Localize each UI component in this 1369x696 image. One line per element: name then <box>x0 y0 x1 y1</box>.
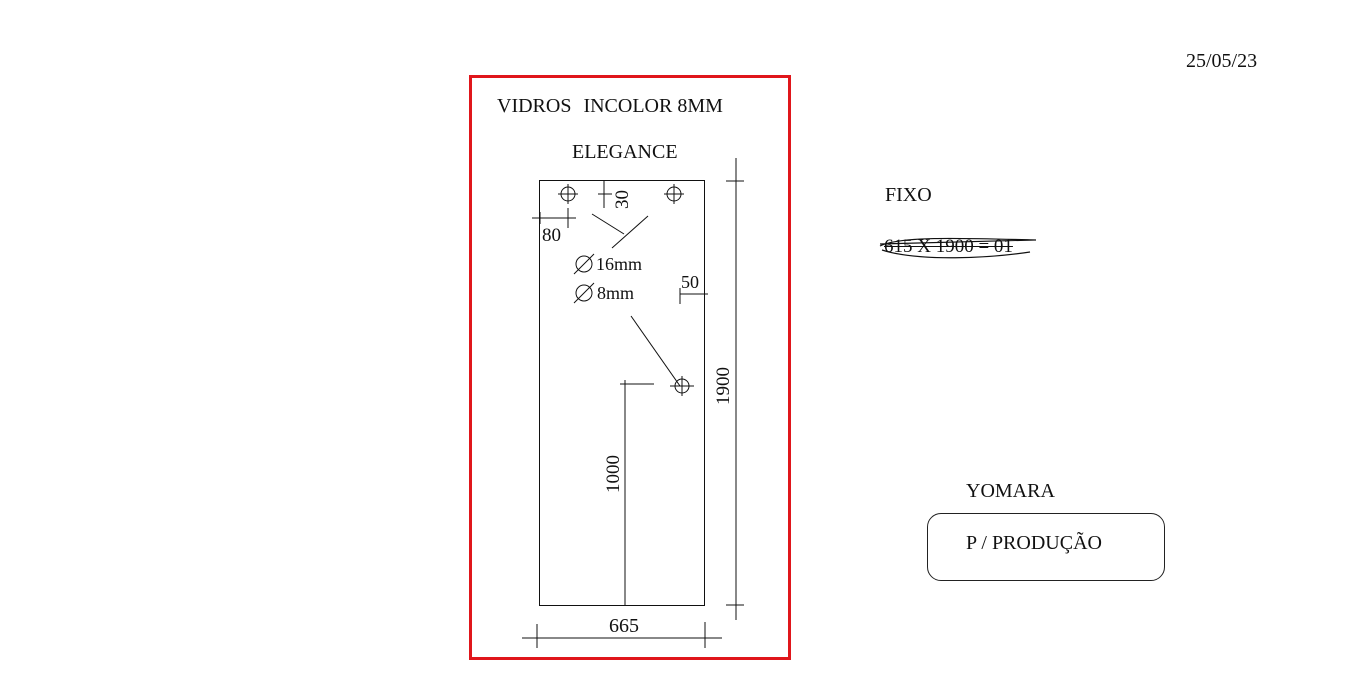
glass-type-label: VIDROS INCOLOR 8MM <box>497 95 723 118</box>
dim-hole-large: 16mm <box>596 254 643 274</box>
glass-panel <box>539 180 705 606</box>
model-label: ELEGANCE <box>572 141 678 163</box>
drawing-frame <box>469 75 791 660</box>
dim-width: 665 <box>609 615 639 637</box>
dim-edge-offset: 50 <box>681 272 699 292</box>
client-name: YOMARA <box>966 480 1055 502</box>
fixed-label: FIXO <box>885 184 932 206</box>
date-label: 25/05/23 <box>1186 50 1258 72</box>
dim-hole-small: 8mm <box>597 283 635 303</box>
purpose-label: P / PRODUÇÃO <box>966 532 1102 554</box>
title-part-2: INCOLOR 8MM <box>583 95 723 117</box>
purpose-box <box>927 513 1165 581</box>
title-part-1: VIDROS <box>497 95 572 117</box>
dim-side-offset: 80 <box>542 225 561 246</box>
